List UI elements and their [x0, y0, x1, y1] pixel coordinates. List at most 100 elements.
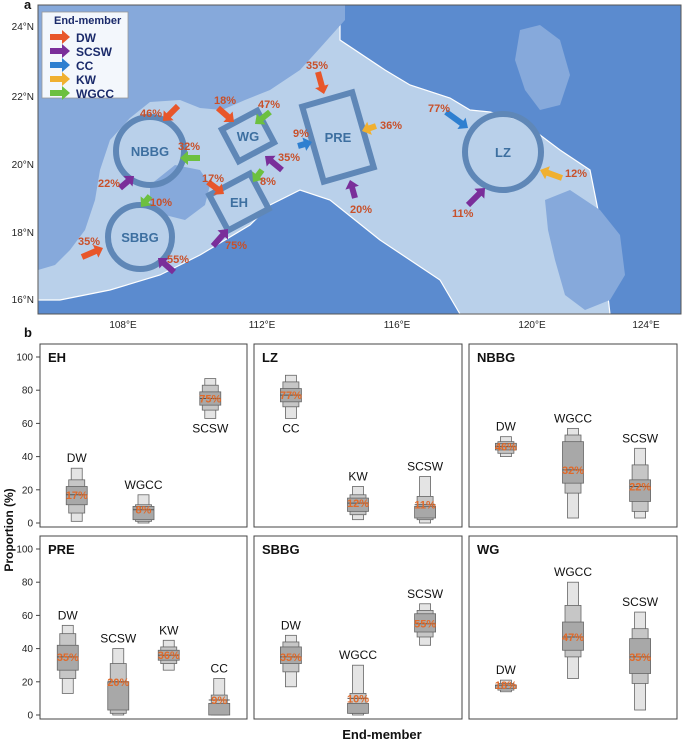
- y-tick-label: 0: [27, 519, 33, 530]
- arrow-wgcc-icon: [252, 168, 265, 182]
- y-axis-label: Proportion (%): [2, 488, 16, 571]
- legend-item-cc: CC: [50, 58, 94, 73]
- box-dw: 17%DW: [65, 451, 88, 522]
- category-label: SCSW: [622, 595, 659, 609]
- legend-box: [41, 11, 129, 99]
- category-label: CC: [282, 421, 300, 435]
- lat-labels: 24°N 22°N 20°N 18°N 16°N: [12, 22, 34, 306]
- category-label: CC: [211, 661, 229, 675]
- box-range-3: [347, 497, 369, 512]
- box-dw: 35%DW: [57, 608, 79, 694]
- arrow-scsw-icon: [210, 229, 228, 248]
- legend-arrow-icon: [50, 30, 70, 44]
- box-wgcc: 47%WGCC: [554, 565, 592, 679]
- eh-wgcc-pct: 8%: [260, 176, 276, 188]
- panel-title: NBBG: [477, 350, 515, 365]
- arrow-cc-icon: [297, 137, 312, 151]
- region-nbbg: NBBG: [113, 114, 187, 188]
- box-median-label: 8%: [136, 505, 152, 517]
- y-tick-label: 100: [16, 545, 33, 556]
- box-kw: 36% KW: [158, 623, 180, 671]
- y-tick-label: 100: [16, 353, 33, 364]
- category-label: SCSW: [100, 632, 137, 646]
- box-median-label: 11%: [414, 500, 436, 512]
- sbbg-dw-pct: 35%: [78, 236, 100, 248]
- arrow-scsw-icon: [118, 175, 134, 191]
- arrow-scsw-icon: [265, 155, 284, 173]
- nbbg-scsw-pct: 22%: [98, 178, 120, 190]
- arrow-scsw-icon: [158, 258, 176, 275]
- arrow-wgcc-icon: [255, 109, 272, 125]
- region-eh-label: EH: [230, 195, 248, 210]
- map-land-luzon: [545, 190, 625, 310]
- category-label: SCSW: [407, 460, 444, 474]
- legend-arrow-icon: [50, 44, 70, 58]
- box-range-3: [562, 621, 584, 651]
- y-tick-label: 60: [22, 419, 34, 430]
- legend-item-kw: KW: [50, 72, 97, 87]
- eh-dw-pct: 17%: [202, 173, 224, 185]
- lat-label: 24°N: [12, 22, 34, 33]
- box-range-3: [629, 638, 651, 674]
- lat-label: 18°N: [12, 228, 34, 239]
- box-median-label: 18%: [495, 680, 517, 692]
- y-tick-label: 20: [22, 677, 34, 688]
- box-median-label: 20%: [107, 677, 129, 689]
- panel-title: SBBG: [262, 542, 300, 557]
- nbbg-wgcc-pct: 32%: [178, 141, 200, 153]
- y-tick-label: 60: [22, 611, 34, 622]
- box-dw: 46%DW: [495, 420, 517, 457]
- map-frame: [37, 4, 682, 315]
- box-range-3: [414, 505, 436, 519]
- arrow-dw-icon: [80, 244, 103, 260]
- box-median-label: 36%: [158, 650, 180, 662]
- category-label: DW: [58, 608, 79, 622]
- y-tick-label: 40: [22, 452, 34, 463]
- pre-scsw-pct: 20%: [350, 204, 372, 216]
- category-label: DW: [496, 663, 517, 677]
- box-median-label: 12%: [347, 498, 369, 510]
- box-median-label: 35%: [280, 652, 302, 664]
- arrow-wgcc-icon: [140, 194, 153, 207]
- legend-item-dw: DW: [50, 30, 97, 45]
- lon-label: 120°E: [518, 320, 546, 331]
- legend-item-label: DW: [76, 31, 97, 45]
- box-range-3: [347, 702, 369, 714]
- panel-title: PRE: [48, 542, 75, 557]
- panel-title: LZ: [262, 350, 278, 365]
- arrow-kw-icon: [540, 166, 563, 181]
- region-nbbg-circle: [113, 114, 187, 188]
- eh-scsw-pct: 75%: [225, 240, 247, 252]
- contribution-arrows: [80, 71, 563, 275]
- y-tick-label: 80: [22, 386, 34, 397]
- y-tick-label: 40: [22, 644, 34, 655]
- panel-b-label: b: [24, 325, 32, 340]
- box-scsw: 55%SCSW: [407, 587, 444, 646]
- region-eh-rect: [205, 169, 273, 235]
- legend-item-label: KW: [76, 73, 97, 87]
- box-median-label: 46%: [495, 442, 517, 454]
- pre-cc-pct: 9%: [293, 128, 309, 140]
- region-wg-label: WG: [237, 129, 259, 144]
- box-median-label: 47%: [562, 632, 584, 644]
- arrow-dw-icon: [216, 105, 234, 122]
- box-scsw: 11% SCSW: [407, 460, 444, 524]
- box-median-label: 17%: [66, 490, 88, 502]
- region-sbbg-label: SBBG: [121, 230, 159, 245]
- box-panels: EH02040608010017%DW8%WGCC75%SCSWLZ77%CC1…: [16, 343, 678, 722]
- box-range-3: [65, 486, 88, 506]
- lon-label: 112°E: [249, 320, 276, 331]
- arrow-scsw-icon: [465, 188, 485, 208]
- arrow-dw-icon: [163, 103, 181, 121]
- category-label: KW: [159, 623, 179, 637]
- box-median-label: 77%: [280, 390, 302, 402]
- box-median-label: 22%: [629, 481, 651, 493]
- arrow-scsw-icon: [345, 180, 359, 199]
- region-pre-label: PRE: [325, 130, 352, 145]
- panel-title: EH: [48, 350, 66, 365]
- box-range-3: [562, 441, 584, 484]
- x-axis-label: End-member: [342, 727, 421, 742]
